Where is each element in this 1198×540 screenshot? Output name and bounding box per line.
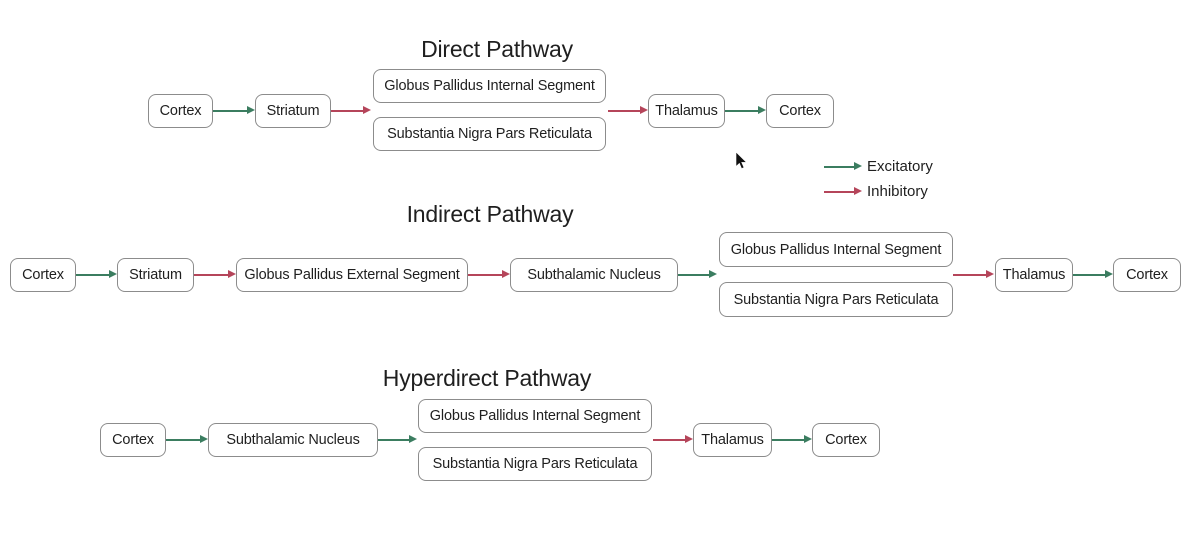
excitatory-arrow	[678, 271, 717, 278]
node-subthalamic-nucleus: Subthalamic Nucleus	[510, 258, 678, 292]
node-thalamus: Thalamus	[648, 94, 725, 128]
excitatory-arrow	[378, 436, 417, 443]
node-cortex: Cortex	[148, 94, 213, 128]
pathway-title-indirect: Indirect Pathway	[406, 201, 574, 227]
inhibitory-arrow	[608, 107, 648, 114]
node-thalamus: Thalamus	[995, 258, 1073, 292]
node-striatum: Striatum	[117, 258, 194, 292]
node-globus-pallidus-external-segment: Globus Pallidus External Segment	[236, 258, 468, 292]
legend-excitatory-arrow	[824, 163, 862, 170]
excitatory-arrow	[76, 271, 117, 278]
inhibitory-arrow	[194, 271, 236, 278]
node-substantia-nigra-pars-reticulata: Substantia Nigra Pars Reticulata	[719, 282, 953, 317]
inhibitory-arrow	[953, 271, 994, 278]
excitatory-arrow	[772, 436, 812, 443]
pathway-title-hyperdirect: Hyperdirect Pathway	[382, 365, 592, 391]
legend-inhibitory-label: Inhibitory	[867, 183, 928, 200]
node-globus-pallidus-internal-segment: Globus Pallidus Internal Segment	[719, 232, 953, 267]
node-cortex: Cortex	[766, 94, 834, 128]
node-substantia-nigra-pars-reticulata: Substantia Nigra Pars Reticulata	[373, 117, 606, 151]
mouse-cursor-icon	[735, 152, 748, 170]
excitatory-arrow	[1073, 271, 1113, 278]
excitatory-arrow	[725, 107, 766, 114]
node-striatum: Striatum	[255, 94, 331, 128]
node-cortex: Cortex	[1113, 258, 1181, 292]
node-globus-pallidus-internal-segment: Globus Pallidus Internal Segment	[373, 69, 606, 103]
node-globus-pallidus-internal-segment: Globus Pallidus Internal Segment	[418, 399, 652, 433]
pathway-title-direct: Direct Pathway	[421, 36, 573, 62]
legend-excitatory-label: Excitatory	[867, 158, 933, 175]
legend-inhibitory-arrow	[824, 188, 862, 195]
node-cortex: Cortex	[812, 423, 880, 457]
excitatory-arrow	[213, 107, 255, 114]
node-substantia-nigra-pars-reticulata: Substantia Nigra Pars Reticulata	[418, 447, 652, 481]
inhibitory-arrow	[653, 436, 693, 443]
excitatory-arrow	[166, 436, 208, 443]
node-thalamus: Thalamus	[693, 423, 772, 457]
node-subthalamic-nucleus: Subthalamic Nucleus	[208, 423, 378, 457]
node-cortex: Cortex	[100, 423, 166, 457]
node-cortex: Cortex	[10, 258, 76, 292]
inhibitory-arrow	[468, 271, 510, 278]
inhibitory-arrow	[331, 107, 371, 114]
